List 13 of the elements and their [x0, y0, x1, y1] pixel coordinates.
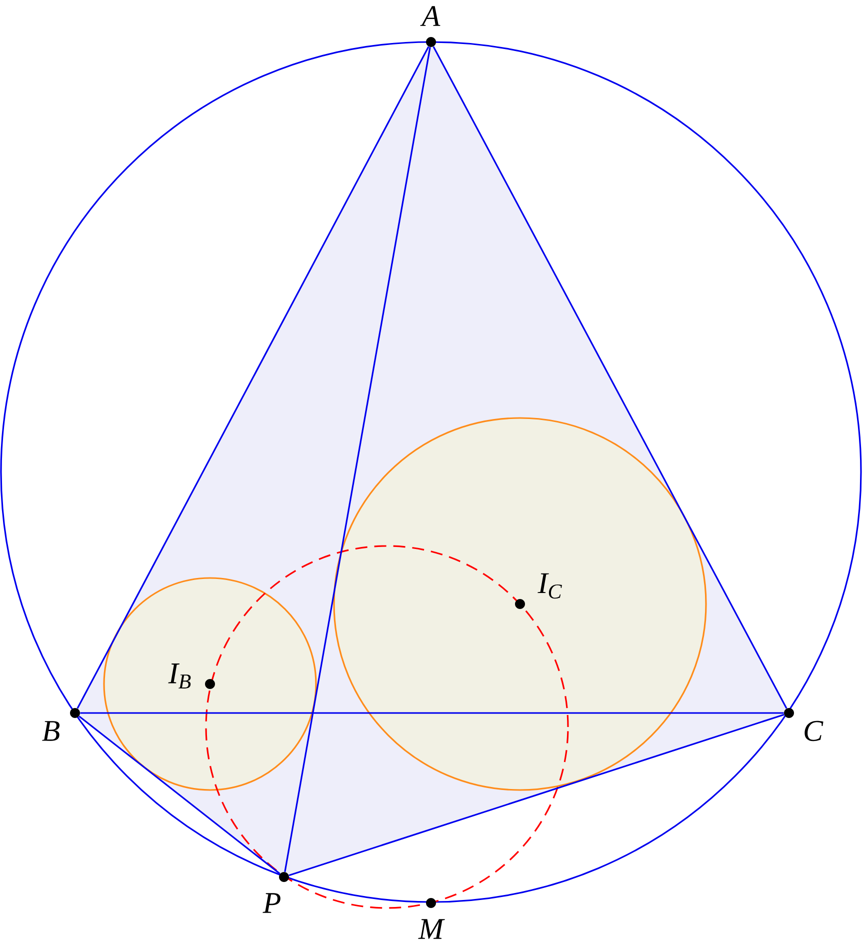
- point-label: A: [420, 6, 440, 26]
- point-label: M: [418, 919, 445, 939]
- line-segment: [288, 714, 784, 876]
- line-segment: [284, 46, 431, 872]
- point-label: I$_{C}$: [538, 573, 562, 599]
- point-label: B: [42, 721, 60, 741]
- line-segment: [80, 712, 784, 714]
- line-segment: [76, 46, 430, 709]
- line-segment: [432, 46, 788, 709]
- point-label: C: [804, 720, 824, 742]
- point-label: I$_{B}$: [168, 664, 191, 688]
- point-label: P: [262, 893, 280, 913]
- line-segment: [78, 716, 280, 874]
